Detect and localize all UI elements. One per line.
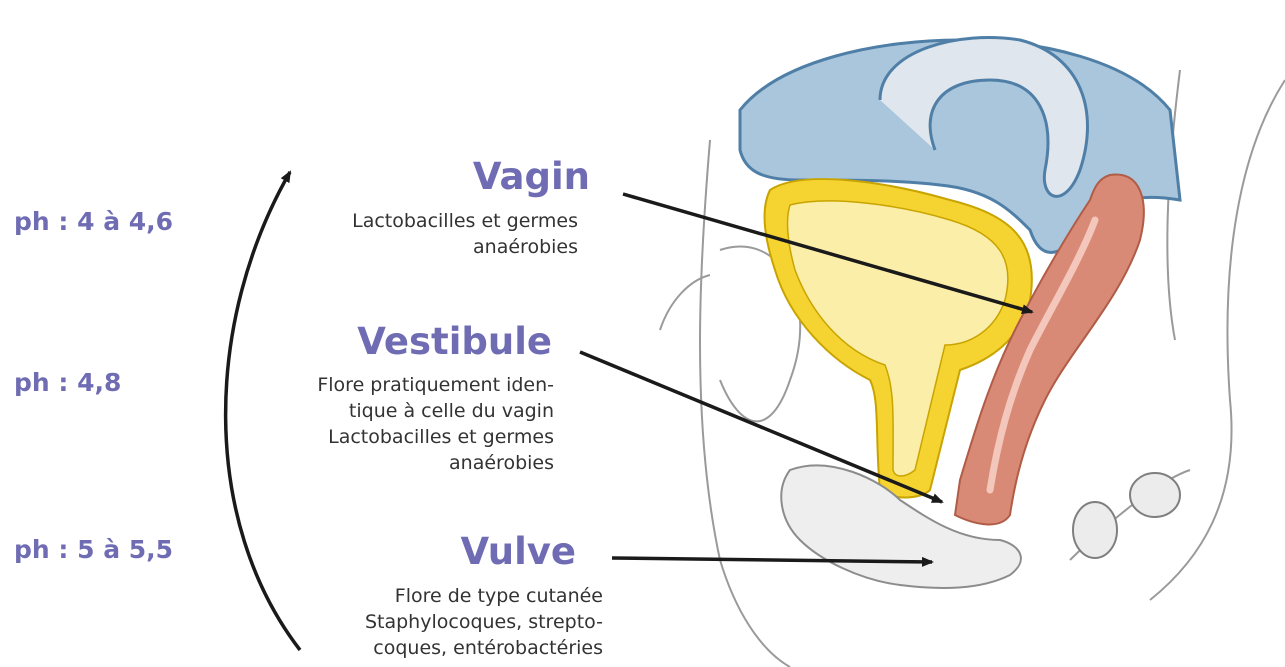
rectum: [1073, 473, 1180, 558]
ph-gradient-arrow: [226, 172, 300, 650]
